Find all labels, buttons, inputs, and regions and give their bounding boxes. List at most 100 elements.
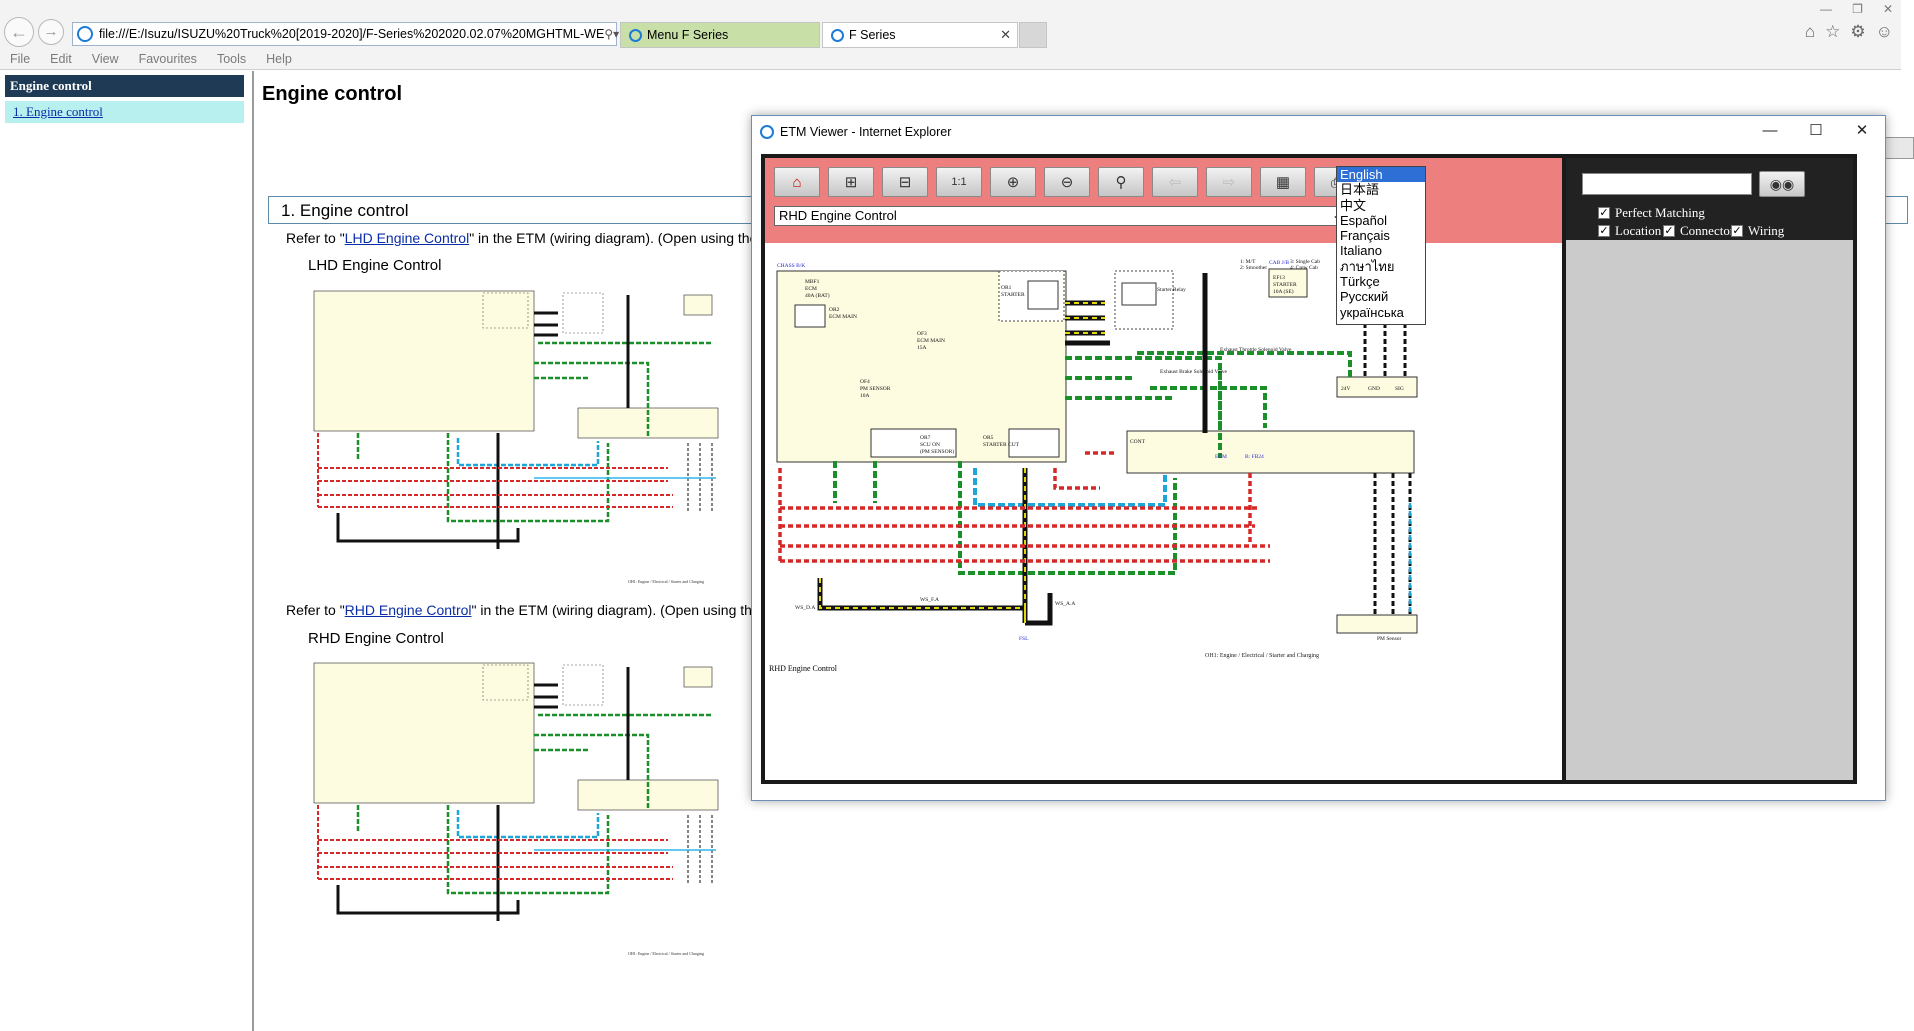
diagram-label: OR2	[829, 307, 840, 313]
search-input[interactable]	[1582, 173, 1752, 195]
diagram-select[interactable]: RHD Engine Control ⌄	[774, 206, 1347, 226]
forward-arrow-icon[interactable]: →	[38, 19, 64, 45]
language-listbox[interactable]: English 日本語 中文 Español Français Italiano…	[1336, 166, 1426, 325]
close-tab-icon[interactable]: ✕	[1000, 27, 1011, 42]
sidebar-header: Engine control	[5, 75, 244, 97]
diagram-label: 40A (BAT)	[805, 292, 830, 299]
diagram-label: ECM MAIN	[829, 314, 857, 320]
etm-close-icon[interactable]: ✕	[1855, 122, 1869, 139]
collapse-button[interactable]: ⊟	[882, 167, 928, 197]
etm-maximize-icon[interactable]: ☐	[1809, 122, 1823, 139]
sidebar-item-engine-control[interactable]: 1. Engine control	[5, 101, 244, 123]
browser-chrome: ← → file:///E:/Isuzu/ISUZU%20Truck%20[20…	[0, 0, 1901, 70]
zoom-in-icon: ⊕	[1006, 174, 1020, 191]
tab-menu-f-series[interactable]: Menu F Series	[620, 22, 820, 48]
back-button[interactable]: ⇦	[1152, 167, 1198, 197]
search-button[interactable]: ◉◉	[1759, 171, 1805, 197]
thumbnail-caption: OH1: Engine / Electrical / Starter and C…	[628, 579, 704, 584]
language-option[interactable]: 日本語	[1340, 182, 1380, 198]
home-button[interactable]: ⌂	[774, 167, 820, 197]
language-option[interactable]: Türkçe	[1340, 274, 1380, 290]
diagram-label: SCU ON	[920, 442, 940, 448]
etm-toolbar: ⌂ ⊞ ⊟ 1:1 ⊕ ⊖ ⚲ ⇦ ⇨ ▦ ⎙ RHD Engine Contr…	[765, 158, 1562, 325]
connector-checkbox[interactable]: ✓ Connector	[1663, 223, 1735, 238]
diagram-label: PM SENSOR	[860, 386, 891, 392]
actual-size-button[interactable]: 1:1	[936, 167, 982, 197]
language-option[interactable]: Italiano	[1340, 243, 1382, 259]
language-option[interactable]: Français	[1340, 228, 1390, 244]
diagram-label: Exhaust Brake Solenoid Valve	[1160, 369, 1228, 375]
menu-tools[interactable]: Tools	[216, 52, 247, 66]
lhd-engine-control-link[interactable]: LHD Engine Control	[344, 230, 470, 246]
home-icon: ⌂	[792, 173, 802, 191]
wiring-checkbox[interactable]: ✓ Wiring	[1731, 223, 1785, 238]
home-icon[interactable]: ⌂	[1804, 22, 1816, 41]
dropdown-arrow-icon[interactable]: ▾	[613, 27, 620, 41]
zoom-fit-icon: ⚲	[1115, 174, 1127, 191]
diagram-label: 24V	[1341, 386, 1351, 392]
arrow-left-icon: ⇦	[1168, 174, 1182, 191]
tab-f-series[interactable]: F Series ✕	[822, 22, 1018, 48]
zoom-fit-button[interactable]: ⚲	[1098, 167, 1144, 197]
diagram-label: STARTER	[1273, 282, 1297, 288]
minimize-icon[interactable]: —	[1820, 2, 1833, 16]
address-bar[interactable]: file:///E:/Isuzu/ISUZU%20Truck%20[2019-2…	[72, 22, 629, 46]
language-option[interactable]: 中文	[1340, 197, 1367, 213]
checkbox-check-icon: ✓	[1598, 207, 1610, 219]
zoom-out-button[interactable]: ⊖	[1044, 167, 1090, 197]
checkbox-check-icon: ✓	[1731, 225, 1743, 237]
zoom-in-button[interactable]: ⊕	[990, 167, 1036, 197]
floppy-disk-icon: ▦	[1275, 174, 1291, 191]
forward-button[interactable]: ⇨	[1206, 167, 1252, 197]
language-option[interactable]: English	[1337, 167, 1425, 183]
menu-file[interactable]: File	[10, 52, 31, 66]
etm-titlebar: ETM Viewer - Internet Explorer	[752, 116, 1885, 148]
sidebar-item-link[interactable]: 1. Engine control	[13, 104, 103, 119]
etm-window-controls: — ☐ ✕	[1747, 116, 1885, 146]
rhd-wiring-diagram-thumbnail[interactable]: OH1: Engine / Electrical / Starter and C…	[308, 655, 978, 967]
close-window-icon[interactable]: ✕	[1882, 2, 1893, 16]
etm-search-panel: ◉◉ ✓ Perfect Matching ✓ Location ✓ Conne…	[1566, 158, 1853, 780]
diagram-name-label: RHD Engine Control	[769, 664, 838, 673]
language-option[interactable]: Русский	[1340, 289, 1389, 305]
menu-view[interactable]: View	[91, 52, 119, 66]
diagram-label: WS_D.A	[795, 605, 815, 611]
menu-edit[interactable]: Edit	[50, 52, 72, 66]
language-option[interactable]: ภาษาไทย	[1340, 258, 1395, 274]
address-url[interactable]: file:///E:/Isuzu/ISUZU%20Truck%20[2019-2…	[99, 27, 605, 41]
location-checkbox[interactable]: ✓ Location	[1598, 223, 1662, 238]
diagram-label: 10A (SE)	[1273, 288, 1294, 295]
diagram-label: Starter Relay	[1157, 287, 1186, 293]
diagram-label: STARTER CUT	[983, 442, 1020, 448]
browser-toolbar-icons: ⌂ ☆ ⚙ ☺	[1805, 22, 1893, 42]
new-tab-button[interactable]	[1019, 22, 1047, 48]
menu-favourites[interactable]: Favourites	[138, 52, 197, 66]
diagram-caption: OH1: Engine / Electrical / Starter and C…	[1205, 653, 1319, 659]
tab-label: F Series	[849, 28, 896, 42]
expand-button[interactable]: ⊞	[828, 167, 874, 197]
diagram-label: CHASS B/K	[777, 263, 805, 269]
search-icon[interactable]: ⚲	[604, 27, 614, 41]
favorites-star-icon[interactable]: ☆	[1825, 22, 1841, 41]
etm-window-title: ETM Viewer - Internet Explorer	[780, 125, 952, 139]
perfect-matching-checkbox[interactable]: ✓ Perfect Matching	[1598, 205, 1705, 220]
etm-wiring-diagram[interactable]: CHASS B/K MBF1 ECM 40A (BAT) OR2 ECM MAI…	[765, 243, 1562, 780]
settings-gear-icon[interactable]: ⚙	[1850, 22, 1866, 41]
smiley-icon[interactable]: ☺	[1875, 22, 1893, 41]
save-button[interactable]: ▦	[1260, 167, 1306, 197]
diagram-label: OF3	[917, 331, 927, 337]
restore-icon[interactable]: ❐	[1852, 2, 1863, 16]
diagram-label: ECM	[805, 286, 817, 292]
checkbox-check-icon: ✓	[1663, 225, 1675, 237]
menu-help[interactable]: Help	[266, 52, 292, 66]
rhd-engine-control-link[interactable]: RHD Engine Control	[344, 602, 472, 618]
diagram-label: 4: Crew Cab	[1290, 265, 1318, 271]
ie-window-icon	[760, 125, 774, 139]
language-option[interactable]: українська	[1340, 304, 1404, 320]
etm-minimize-icon[interactable]: —	[1762, 122, 1778, 139]
ie-logo-icon	[77, 26, 93, 42]
lhd-diagram-title: LHD Engine Control	[308, 257, 442, 274]
zoom-out-icon: ⊖	[1060, 174, 1074, 191]
language-option[interactable]: Español	[1340, 212, 1387, 228]
back-arrow-icon[interactable]: ←	[4, 17, 34, 47]
